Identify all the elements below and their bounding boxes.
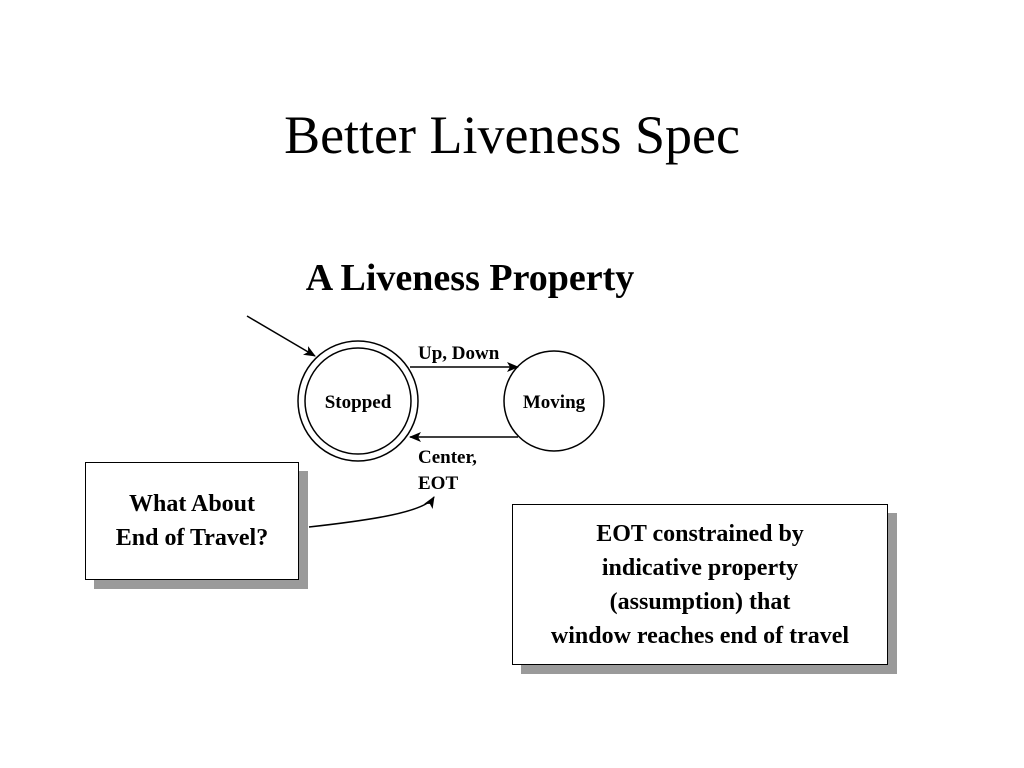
state-stopped: Stopped [297, 340, 419, 462]
state-moving-label: Moving [523, 392, 586, 413]
callout-pointer-arrow [308, 496, 435, 528]
diagram-heading: A Liveness Property [305, 257, 635, 299]
transition-up-down-label: Up, Down [418, 343, 500, 364]
state-stopped-label: Stopped [325, 392, 392, 413]
callout-eot-constraint: EOT constrained by indicative property (… [512, 504, 888, 665]
callout-eot-constraint-line: indicative property [601, 554, 799, 581]
initial-state-arrow [246, 315, 316, 357]
transition-eot-label: EOT [418, 473, 458, 494]
callout-eot-constraint-line: window reaches end of travel [550, 622, 850, 649]
callout-end-of-travel-line: End of Travel? [115, 525, 269, 551]
state-moving: Moving [503, 350, 605, 452]
callout-end-of-travel: What About End of Travel? [85, 462, 299, 580]
callout-eot-constraint-line: (assumption) that [609, 588, 791, 615]
callout-eot-constraint-line: EOT constrained by [596, 520, 804, 547]
callout-end-of-travel-line: What About [128, 491, 256, 517]
transition-center-label: Center, [418, 447, 477, 468]
slide-title: Better Liveness Spec [284, 105, 740, 165]
